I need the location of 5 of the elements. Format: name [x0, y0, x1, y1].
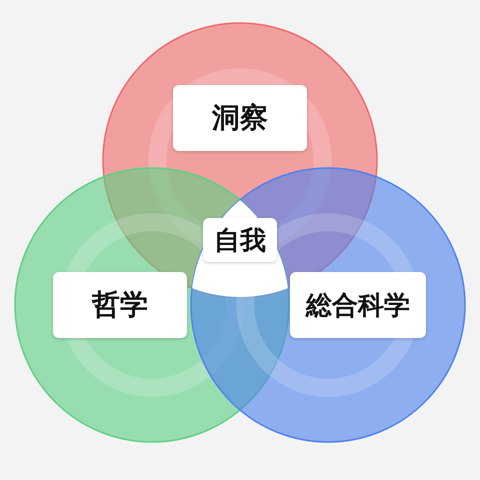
circle-label: 洞察	[173, 85, 307, 151]
circle-label: 総合科学	[290, 272, 426, 338]
center-label: 自我	[203, 218, 277, 262]
venn-circle	[190, 167, 466, 443]
circle-label: 哲学	[53, 272, 187, 338]
